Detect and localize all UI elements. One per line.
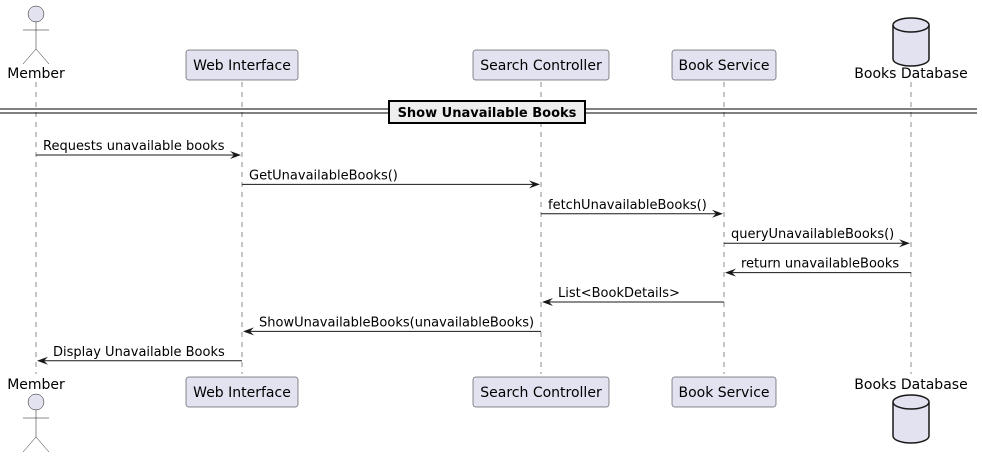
message-3-label: fetchUnavailableBooks() <box>548 198 707 213</box>
actor-member-top-leg-left <box>22 48 37 65</box>
participant-box-search-top <box>472 49 610 81</box>
message-5-label: return unavailableBooks <box>741 257 899 272</box>
participant-box-web-bottom <box>185 376 299 408</box>
actor-member-top-leg-right <box>35 48 50 65</box>
message-6-label: List<BookDetails> <box>558 286 680 301</box>
participant-label-search-top: Search Controller <box>480 58 602 74</box>
participant-box-web-top <box>185 49 299 81</box>
divider-label: Show Unavailable Books <box>398 106 577 121</box>
divider-box <box>388 100 586 124</box>
participant-box-search-bottom <box>472 376 610 408</box>
participant-label-member-bottom: Member <box>7 377 65 393</box>
participant-label-web-bottom: Web Interface <box>193 385 291 401</box>
message-3-arrowhead <box>712 209 723 218</box>
message-8-label: Display Unavailable Books <box>53 345 225 360</box>
message-7-arrowhead <box>243 327 254 336</box>
message-4-arrowhead <box>899 239 910 248</box>
message-6-arrowhead <box>542 298 553 306</box>
message-2-label: GetUnavailableBooks() <box>249 168 398 183</box>
participant-box-book-top <box>671 49 777 81</box>
participant-label-search-bottom: Search Controller <box>480 385 602 401</box>
actor-member-top-head <box>27 5 45 23</box>
participant-label-db-top: Books Database <box>854 66 967 82</box>
database-db-bottom-rim <box>892 401 930 410</box>
actor-member-bottom-head <box>27 393 45 411</box>
participant-box-book-bottom <box>671 376 777 408</box>
message-1-arrowhead <box>230 151 241 159</box>
actor-member-bottom-leg-left <box>22 436 37 453</box>
participant-label-member-top: Member <box>7 66 65 82</box>
message-7-label: ShowUnavailableBooks(unavailableBooks) <box>259 315 534 330</box>
database-db-top-rim <box>892 24 930 33</box>
message-4-label: queryUnavailableBooks() <box>731 227 894 242</box>
message-1-label: Requests unavailable books <box>43 139 225 154</box>
participant-label-book-top: Book Service <box>678 58 769 74</box>
participant-label-db-bottom: Books Database <box>854 377 967 393</box>
message-5-arrowhead <box>725 268 736 277</box>
participant-label-web-top: Web Interface <box>193 58 291 74</box>
message-8-arrowhead <box>37 356 48 365</box>
participant-label-book-bottom: Book Service <box>678 385 769 401</box>
message-2-arrowhead <box>529 180 540 189</box>
actor-member-bottom-leg-right <box>35 436 50 453</box>
